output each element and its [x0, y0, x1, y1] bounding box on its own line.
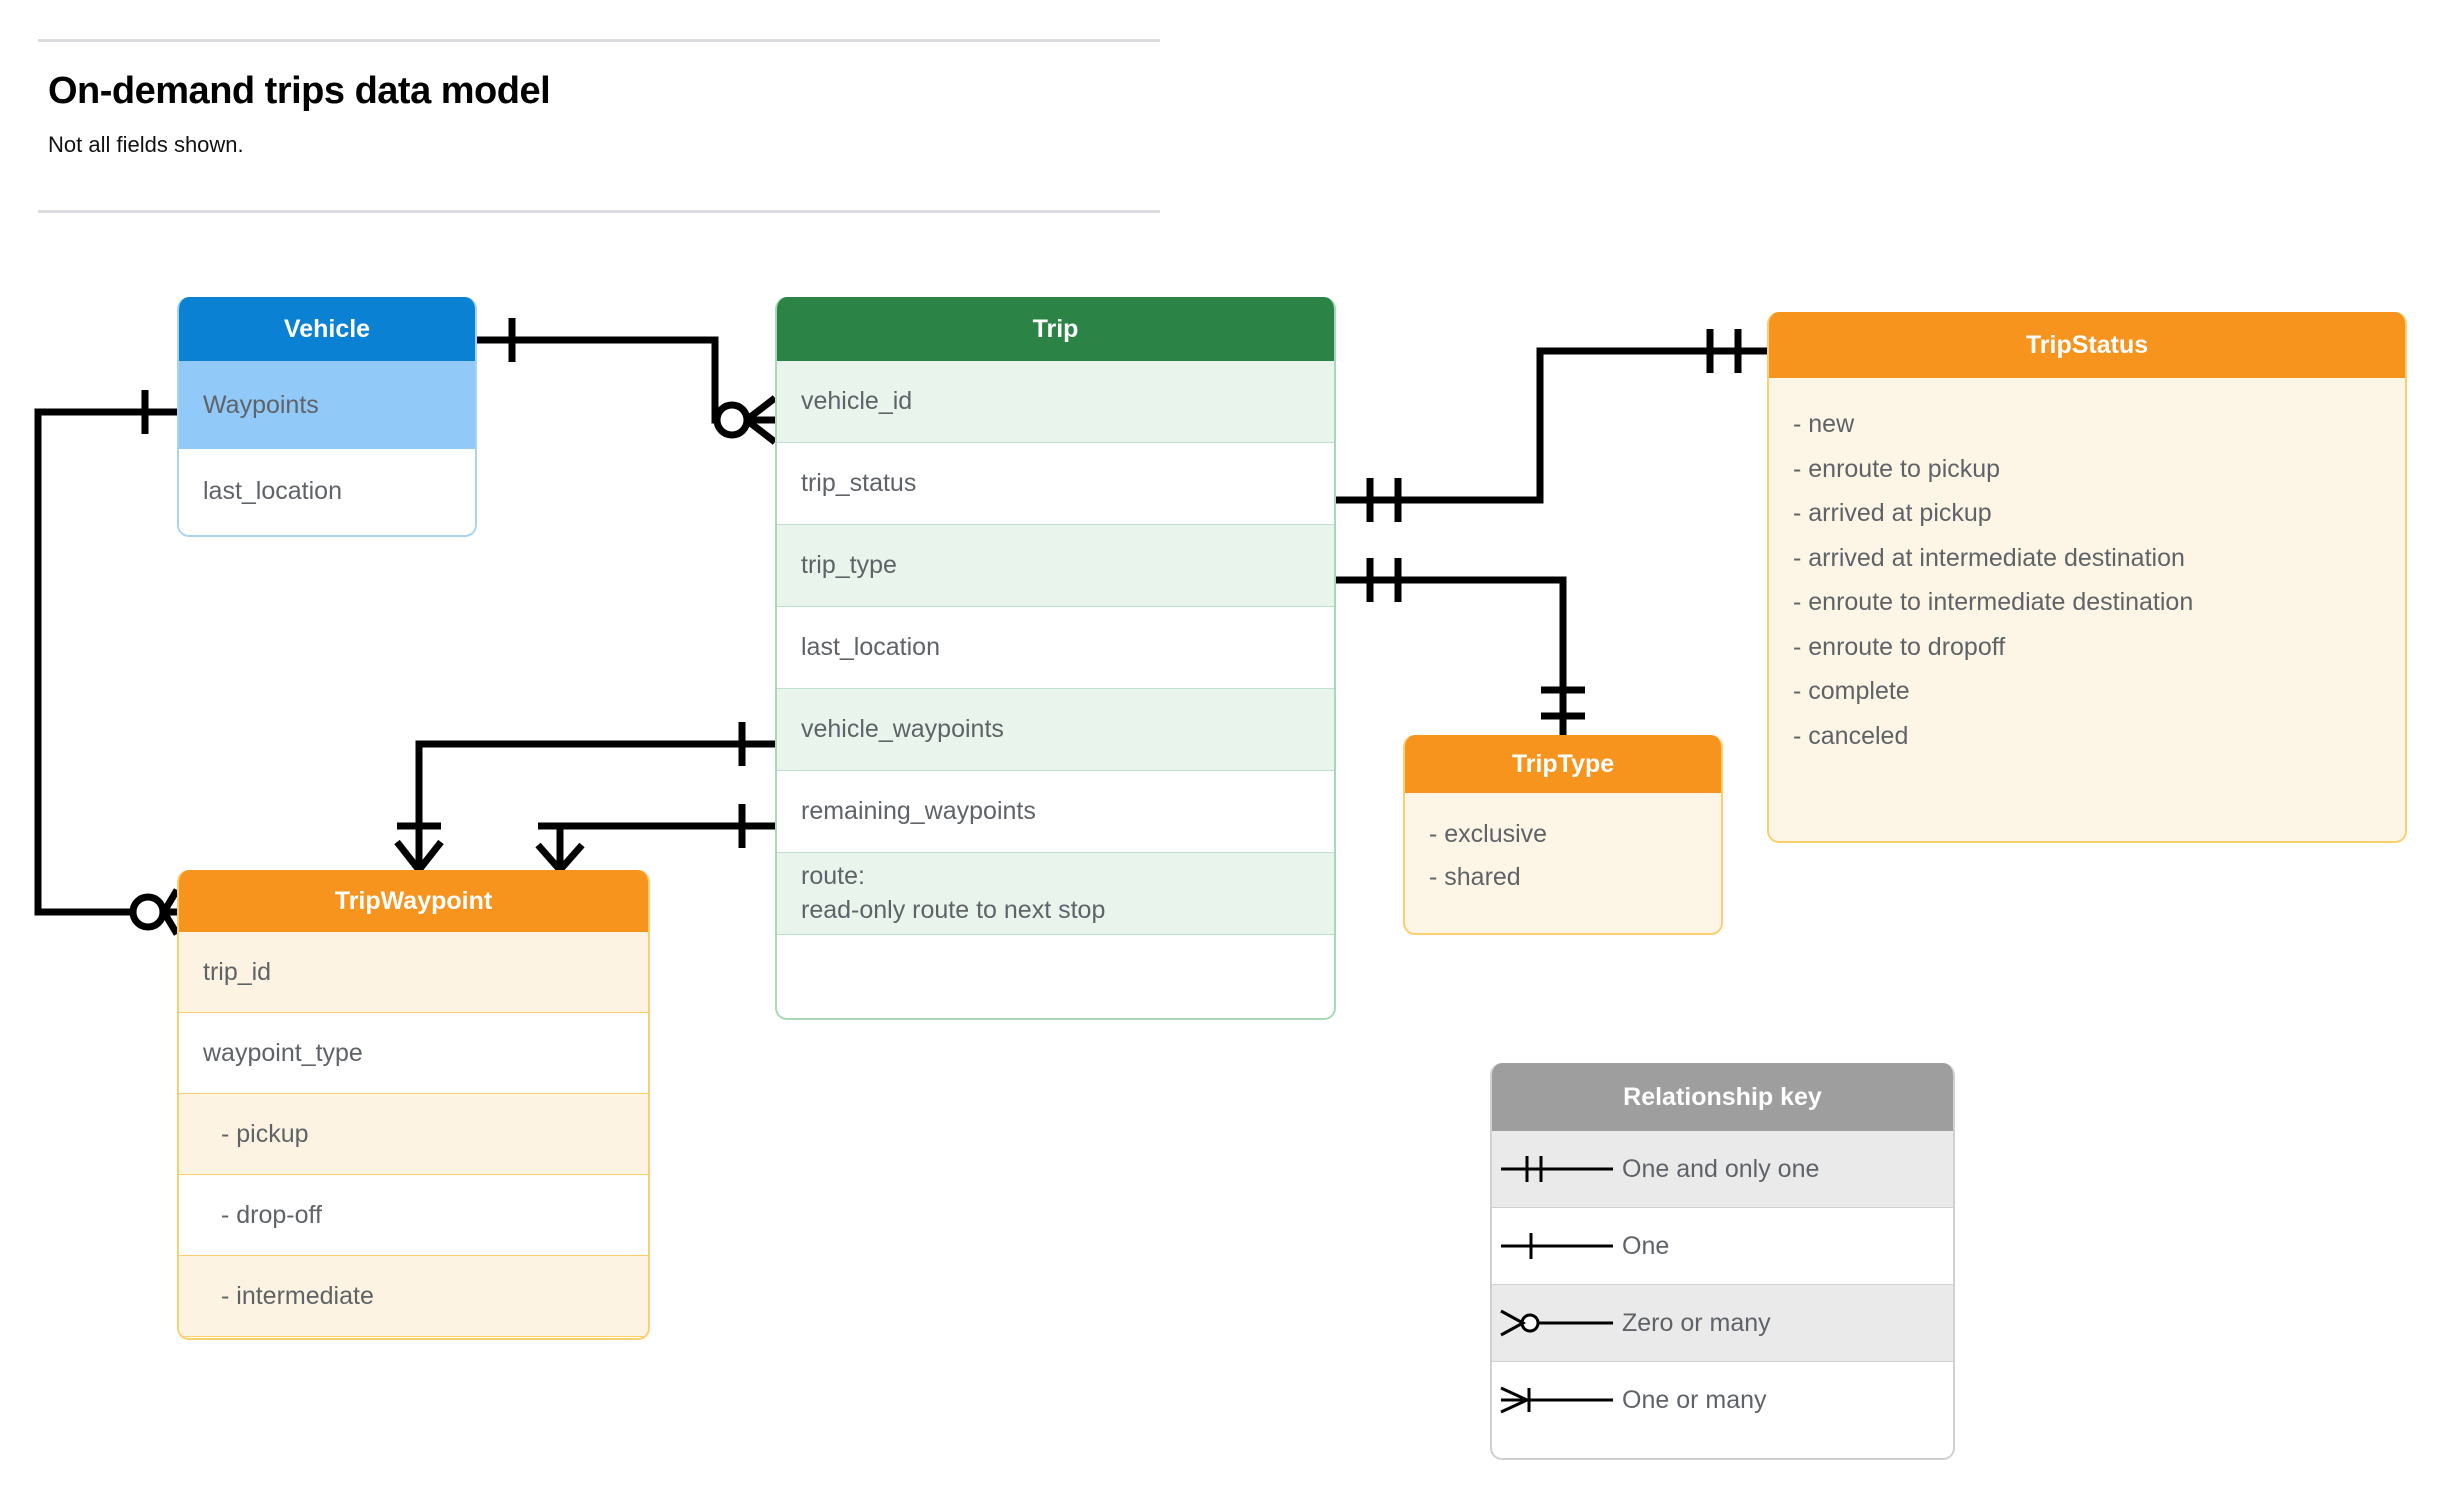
- trip-field-last-location[interactable]: last_location: [777, 607, 1334, 689]
- trip-field-route[interactable]: route: read-only route to next stop: [777, 853, 1334, 935]
- conn-trip-tripstatus: [1336, 347, 1767, 504]
- legend-row-zero-or-many[interactable]: Zero or many: [1492, 1285, 1953, 1362]
- tripstatus-value: - enroute to dropoff: [1793, 632, 2006, 661]
- trip-field-vehicle-id[interactable]: vehicle_id: [777, 361, 1334, 443]
- conn-remaining-waypoints-field: [556, 822, 775, 866]
- legend-label: One: [1622, 1231, 1670, 1260]
- tripwaypoint-value-dropoff[interactable]: - drop-off: [179, 1175, 648, 1256]
- tripstatus-value: - arrived at pickup: [1793, 499, 1992, 527]
- legend-label: Zero or many: [1622, 1308, 1771, 1337]
- page-title: On-demand trips data model: [48, 70, 551, 112]
- tripwaypoint-field-trip-id[interactable]: trip_id: [179, 932, 648, 1013]
- trip-field-trip-status[interactable]: trip_status: [777, 443, 1334, 525]
- triptype-value: - exclusive: [1429, 820, 1548, 848]
- zero-or-many-icon: [1492, 1303, 1622, 1343]
- vehicle-field-waypoints[interactable]: Waypoints: [179, 361, 475, 449]
- tripwaypoint-value-intermediate[interactable]: - intermediate: [179, 1256, 648, 1337]
- one-or-many-icon: [1492, 1380, 1622, 1420]
- entity-triptype-header: TripType: [1405, 735, 1721, 793]
- conn-trip-triptype: [1336, 576, 1567, 735]
- relationship-key-legend[interactable]: Relationship key One and only one One: [1490, 1063, 1955, 1460]
- legend-header: Relationship key: [1492, 1063, 1953, 1131]
- legend-label: One or many: [1622, 1385, 1767, 1414]
- triptype-value: - shared: [1429, 862, 1521, 891]
- vehicle-field-last-location[interactable]: last_location: [179, 449, 475, 533]
- entity-vehicle-header: Vehicle: [179, 297, 475, 361]
- tripstatus-value-list: - new - enroute to pickup - arrived at p…: [1769, 378, 2405, 758]
- tripwaypoint-field-waypoint-type[interactable]: waypoint_type: [179, 1013, 648, 1094]
- tripstatus-value: - new: [1793, 410, 1855, 438]
- header-rule-bottom: [38, 210, 1160, 213]
- legend-row-one[interactable]: One: [1492, 1208, 1953, 1285]
- triptype-value-list: - exclusive - shared: [1405, 793, 1721, 898]
- trip-field-trip-type[interactable]: trip_type: [777, 525, 1334, 607]
- tripwaypoint-value-pickup[interactable]: - pickup: [179, 1094, 648, 1175]
- one-icon: [1492, 1226, 1622, 1266]
- trip-route-label: route:: [801, 861, 865, 890]
- conn-vehicle-trip: [477, 336, 760, 424]
- conn-vehicle-waypoints-tripwaypoint: [34, 408, 177, 916]
- tripstatus-value: - complete: [1793, 677, 1910, 705]
- conn-vehicle-waypoints-field: [415, 740, 775, 866]
- entity-tripstatus-header: TripStatus: [1769, 312, 2405, 378]
- legend-row-one-and-only-one[interactable]: One and only one: [1492, 1131, 1953, 1208]
- header-rule-top: [38, 39, 1160, 42]
- legend-label: One and only one: [1622, 1154, 1820, 1183]
- entity-trip[interactable]: Trip vehicle_id trip_status trip_type la…: [775, 297, 1336, 1020]
- tripstatus-value: - canceled: [1793, 721, 1909, 750]
- trip-field-remaining-waypoints[interactable]: remaining_waypoints: [777, 771, 1334, 853]
- tripstatus-value: - enroute to intermediate destination: [1793, 588, 2194, 616]
- page-subtitle: Not all fields shown.: [48, 132, 244, 157]
- entity-trip-header: Trip: [777, 297, 1334, 361]
- trip-field-vehicle-waypoints[interactable]: vehicle_waypoints: [777, 689, 1334, 771]
- legend-row-one-or-many[interactable]: One or many: [1492, 1362, 1953, 1438]
- entity-triptype[interactable]: TripType - exclusive - shared: [1403, 735, 1723, 935]
- entity-tripwaypoint[interactable]: TripWaypoint trip_id waypoint_type - pic…: [177, 870, 650, 1340]
- one-and-only-one-icon: [1492, 1149, 1622, 1189]
- entity-tripstatus[interactable]: TripStatus - new - enroute to pickup - a…: [1767, 312, 2407, 843]
- tripstatus-value: - enroute to pickup: [1793, 454, 2001, 483]
- trip-route-description: read-only route to next stop: [801, 895, 1106, 924]
- entity-vehicle[interactable]: Vehicle Waypoints last_location: [177, 297, 477, 537]
- tripstatus-value: - arrived at intermediate destination: [1793, 543, 2185, 572]
- entity-tripwaypoint-header: TripWaypoint: [179, 870, 648, 932]
